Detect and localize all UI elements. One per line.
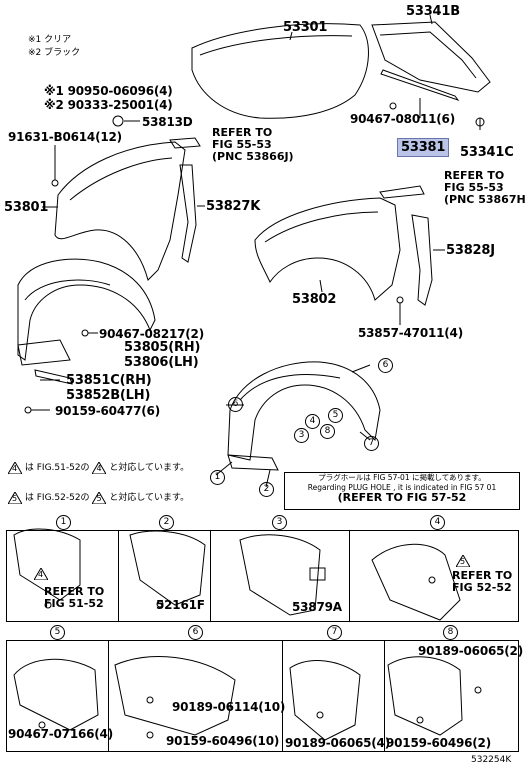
triangle-note-4: 4 は FIG.51-52の 4 と対応しています。 (8, 460, 189, 474)
hood-seal-drawing (371, 21, 491, 93)
part-53879A[interactable]: 53879A (292, 600, 342, 614)
grid-cell-8[interactable] (384, 640, 519, 752)
part-52161F[interactable]: 52161F (156, 598, 205, 612)
part-53828J[interactable]: 53828J (446, 243, 495, 258)
hood-drawing (191, 23, 369, 119)
part-90189-06065-4[interactable]: 90189-06065(4) (285, 736, 390, 750)
part-53852B[interactable]: 53852B(LH) (66, 388, 151, 403)
part-53802[interactable]: 53802 (292, 292, 337, 307)
diagram-code: 532254K (471, 755, 512, 765)
refer-line-2: FIG 55-53 (444, 181, 504, 194)
part-53805[interactable]: 53805(RH) (124, 340, 201, 355)
plug-hole-en: Regarding PLUG HOLE , it is indicated in… (307, 483, 497, 492)
grid-header-2: 2 (159, 515, 174, 530)
part-91631[interactable]: 91631-B0614(12) (8, 130, 122, 144)
part-53801[interactable]: 53801 (4, 200, 49, 215)
triangle-note-5: 5 は FIG.52-52の 5 と対応しています。 (8, 490, 189, 504)
triangle-4-icon: 4 (34, 568, 48, 580)
callout-1[interactable]: 1 (210, 470, 225, 485)
cell1-refer[interactable]: REFER TO FIG 51-52 (44, 585, 105, 610)
callout-2[interactable]: 2 (259, 482, 274, 497)
refer-line-1: REFER TO (212, 126, 273, 139)
part-90467-08217[interactable]: 90467-08217(2) (99, 327, 204, 341)
callout-6-right[interactable]: 6 (378, 358, 393, 373)
refer-to-pnc-53866J[interactable]: REFER TO FIG 55-53 (PNC 53866J) (212, 127, 294, 163)
part-90159-60496-2[interactable]: 90159-60496(2) (386, 736, 491, 750)
fender-liner-left (17, 258, 156, 361)
grid-header-3: 3 (272, 515, 287, 530)
grid-header-4: 4 (430, 515, 445, 530)
triangle-5-icon: 5 (456, 555, 470, 567)
refer-line-2: FIG 55-53 (212, 138, 272, 151)
part-90333[interactable]: ※2 90333-25001(4) (44, 98, 173, 112)
triangle-5-icon: 5 (92, 491, 107, 504)
fender-liner-center (227, 361, 381, 461)
part-53857[interactable]: 53857-47011(4) (358, 326, 463, 340)
refer-line-3: (PNC 53867H) (444, 193, 525, 206)
callout-4[interactable]: 4 (305, 414, 320, 429)
part-53301[interactable]: 53301 (283, 20, 328, 35)
grid-header-6: 6 (188, 625, 203, 640)
part-90189-06114[interactable]: 90189-06114(10) (172, 700, 286, 714)
plug-hole-note-box[interactable]: プラグホールは FIG 57-01 に掲載してあります。 Regarding P… (284, 472, 520, 510)
part-90189-06065-2[interactable]: 90189-06065(2) (418, 644, 523, 658)
part-90950[interactable]: ※1 90950-06096(4) (44, 84, 173, 98)
callout-6-left[interactable]: 6 (228, 397, 243, 412)
part-53851C[interactable]: 53851C(RH) (66, 373, 152, 388)
part-53381-highlighted[interactable]: 53381 (397, 138, 450, 157)
part-90467-08011[interactable]: 90467-08011(6) (350, 112, 455, 126)
grid-header-1: 1 (56, 515, 71, 530)
callout-7[interactable]: 7 (364, 436, 379, 451)
part-90159-60477[interactable]: 90159-60477(6) (55, 404, 160, 418)
callout-5[interactable]: 5 (328, 408, 343, 423)
fender-seal-53827K (179, 164, 197, 263)
grid-header-8: 8 (443, 625, 458, 640)
part-53827K[interactable]: 53827K (206, 199, 261, 214)
triangle-4-icon: 4 (8, 461, 22, 474)
grid-cell-4[interactable] (349, 530, 519, 622)
note-clear: ※1 クリア (28, 35, 72, 45)
cell4-refer[interactable]: REFER TO FIG 52-52 (452, 569, 513, 594)
seal-strip-53381 (380, 69, 460, 101)
grid-header-7: 7 (327, 625, 342, 640)
part-90467-07166[interactable]: 90467-07166(4) (8, 727, 113, 741)
fender-seal-53828J (411, 214, 433, 306)
callout-3[interactable]: 3 (294, 428, 309, 443)
part-53341B[interactable]: 53341B (406, 4, 460, 19)
plug-hole-jp: プラグホールは FIG 57-01 に掲載してあります。 (318, 473, 486, 482)
triangle-5-icon: 5 (8, 491, 22, 504)
refer-line-1: REFER TO (444, 169, 505, 182)
refer-to-pnc-53867H[interactable]: REFER TO FIG 55-53 (PNC 53867H) (444, 170, 525, 206)
grid-header-5: 5 (50, 625, 65, 640)
part-53341C[interactable]: 53341C (460, 145, 514, 160)
callout-8[interactable]: 8 (320, 424, 335, 439)
part-90159-60496-10[interactable]: 90159-60496(10) (166, 734, 280, 748)
part-53806[interactable]: 53806(LH) (124, 355, 199, 370)
plug-hole-ref: (REFER TO FIG 57-52 (337, 491, 467, 504)
triangle-4-icon: 4 (92, 461, 107, 474)
part-53813D[interactable]: 53813D (142, 115, 193, 129)
fender-lh-drawing (254, 197, 401, 301)
note-black: ※2 ブラック (28, 48, 81, 58)
fender-rh-drawing (54, 141, 186, 281)
refer-line-3: (PNC 53866J) (212, 150, 294, 163)
